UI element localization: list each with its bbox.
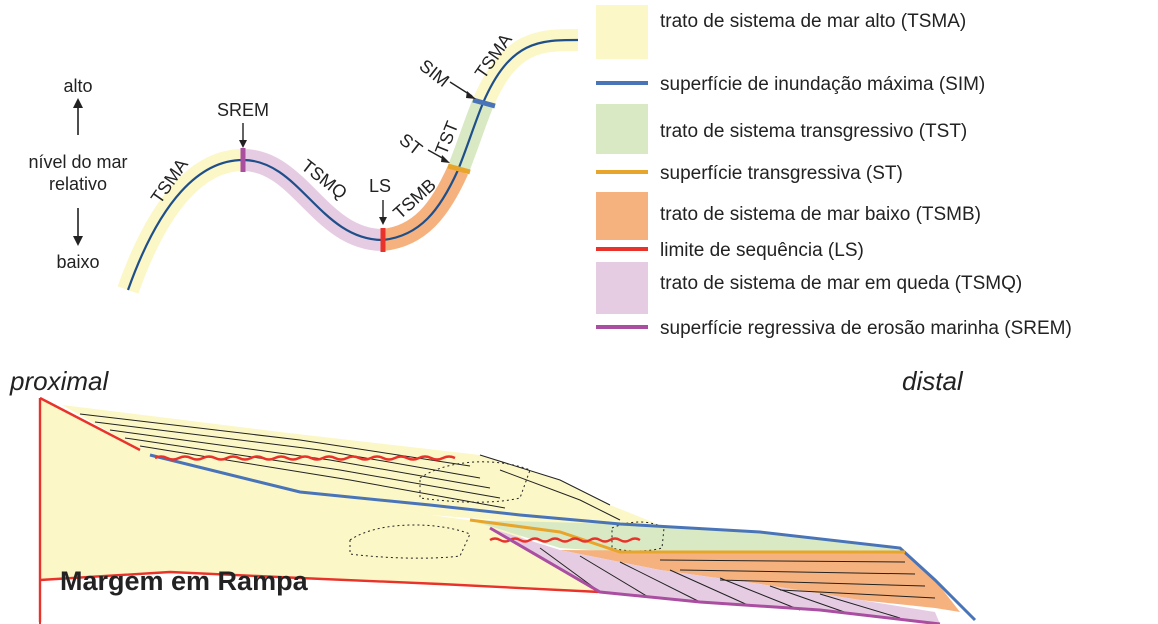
label-srem: SREM: [217, 100, 269, 120]
legend-swatch-tsmq: [596, 262, 648, 314]
legend-label-tsmq: trato de sistema de mar em queda (TSMQ): [660, 273, 1022, 294]
axis-high-label: alto: [63, 76, 92, 96]
label-sim: SIM: [416, 55, 454, 90]
tsmq-unit: [490, 528, 940, 624]
axis-up-arrowhead: [73, 98, 83, 108]
sim-surface: [149, 453, 977, 622]
legend-label-tsmb: trato de sistema de mar baixo (TSMB): [660, 204, 981, 225]
axis-title-line2: relativo: [49, 174, 107, 194]
legend-swatch-tst: [596, 104, 648, 154]
st-marker: [447, 163, 471, 175]
legend-label-ls: limite de sequência (LS): [660, 240, 864, 261]
st-pointer-head: [441, 155, 450, 163]
sea-level-curve-panel: alto nível do mar relativo baixo TSMA SR…: [28, 29, 579, 294]
legend-label-srem: superfície regressiva de erosão marinha …: [660, 318, 1072, 339]
sim-pointer-head: [466, 91, 476, 99]
sim-marker: [472, 97, 496, 109]
legend-label-tsma: trato de sistema de mar alto (TSMA): [660, 11, 966, 32]
srem-surface: [489, 526, 941, 624]
legend: trato de sistema de mar alto (TSMA) supe…: [596, 5, 1072, 339]
axis-low-label: baixo: [56, 252, 99, 272]
distal-label: distal: [902, 366, 964, 396]
ls-surface-distal: [489, 537, 641, 543]
lowstand-clinoforms: [539, 547, 936, 619]
st-surface: [469, 518, 905, 554]
tsma-lower-wedge: [40, 398, 600, 592]
legend-label-st: superfície transgressiva (ST): [660, 163, 903, 184]
proximal-label: proximal: [9, 366, 109, 396]
ls-pointer-head: [379, 217, 387, 225]
tsma-upper-wedge: [62, 405, 900, 552]
tst-unit: [470, 520, 905, 552]
legend-label-tst: trato de sistema transgressivo (TST): [660, 121, 967, 142]
label-st: ST: [396, 129, 426, 159]
cross-section-panel: proximal distal: [9, 366, 977, 624]
srem-pointer-head: [239, 140, 247, 148]
axis-down-arrowhead: [73, 236, 83, 246]
legend-swatch-tsma: [596, 5, 648, 59]
sea-level-curve: [126, 38, 579, 291]
band-tsma-left: [117, 149, 244, 294]
legend-label-sim: superfície de inundação máxima (SIM): [660, 74, 985, 95]
legend-swatch-tsmb: [596, 192, 648, 240]
sand-lobes: [349, 461, 665, 559]
section-title: Margem em Rampa: [60, 566, 309, 596]
axis-title-line1: nível do mar: [28, 152, 127, 172]
label-ls: LS: [369, 176, 391, 196]
